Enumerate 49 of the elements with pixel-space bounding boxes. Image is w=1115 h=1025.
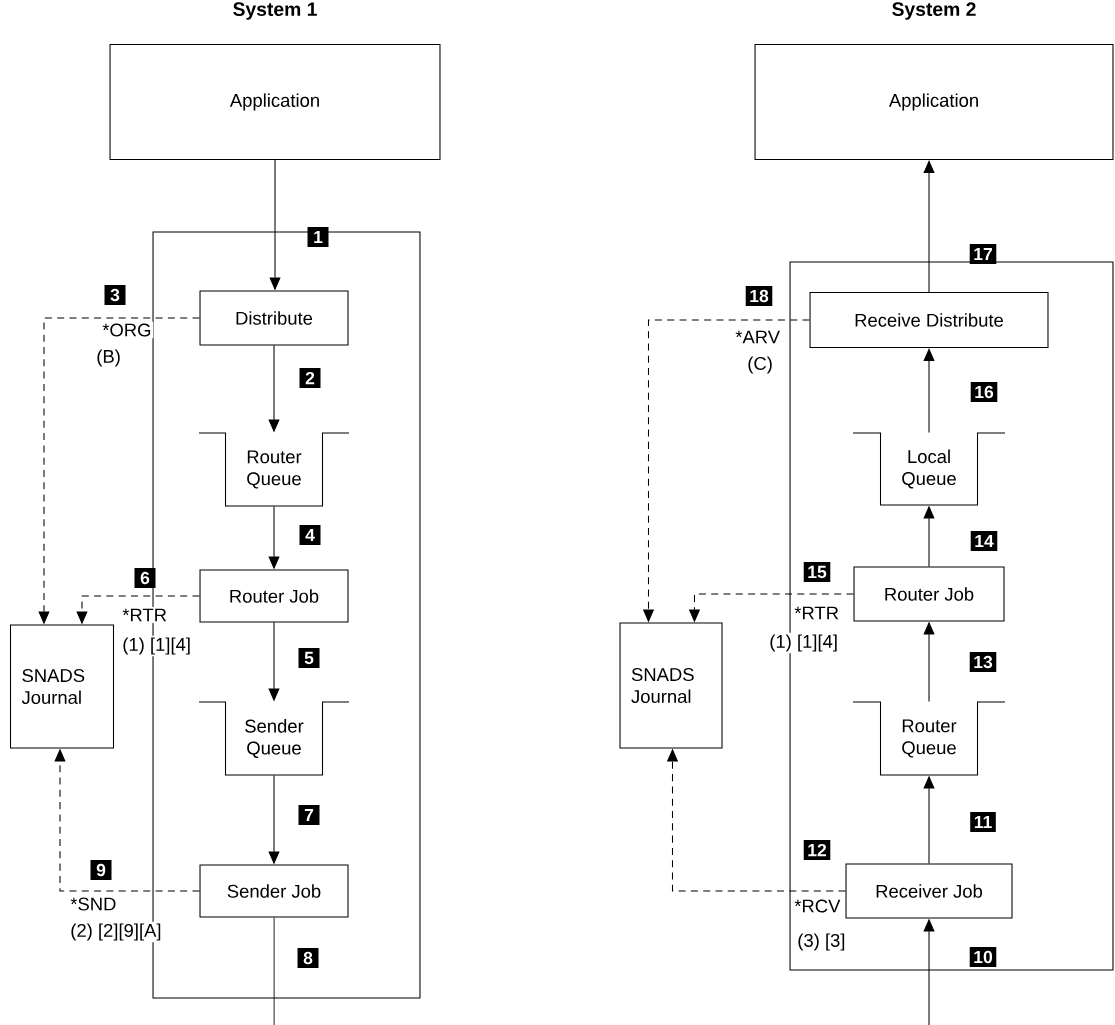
application-box: Application <box>754 44 1114 161</box>
process-box: Sender Job <box>199 864 349 918</box>
step-number: 8 <box>297 948 319 968</box>
column-heading: System 1 <box>233 2 317 20</box>
process-box: Receiver Job <box>845 863 1013 919</box>
step-number: 10 <box>969 947 997 967</box>
journal-code: (1) [1][4] <box>120 635 193 657</box>
step-number: 12 <box>803 840 831 860</box>
journal-code: (2) [2][9][A] <box>68 921 164 943</box>
step-number: 18 <box>745 286 773 306</box>
step-number: 7 <box>298 805 320 825</box>
process-box: Receive Distribute <box>809 292 1049 349</box>
process-box: Router Job <box>199 569 349 623</box>
step-number: 2 <box>299 368 321 388</box>
step-number: 5 <box>298 648 320 668</box>
journal-code: *ORG <box>100 321 154 339</box>
process-box: Router Job <box>853 566 1005 622</box>
step-number: 1 <box>307 227 329 247</box>
journal-code: (B) <box>94 347 123 369</box>
journal-code: (C) <box>745 354 775 376</box>
step-number: 6 <box>134 568 156 588</box>
process-box: Distribute <box>199 290 349 346</box>
step-number: 17 <box>969 244 997 264</box>
step-number: 13 <box>969 652 997 672</box>
journal-code: (3) [3] <box>795 931 848 953</box>
arrow <box>923 348 935 433</box>
journal-code: *RTR <box>120 606 169 624</box>
system-frame <box>789 261 1114 971</box>
queue-tray: Local Queue <box>852 432 1006 506</box>
journal-box: SNADS Journal <box>619 622 723 749</box>
step-number: 15 <box>803 562 831 582</box>
column-heading: System 2 <box>892 2 976 20</box>
arrow <box>923 160 935 293</box>
step-number: 3 <box>104 285 126 305</box>
queue-tray: Router Queue <box>198 432 350 507</box>
journal-code: *SND <box>68 895 119 913</box>
step-number: 4 <box>299 525 321 545</box>
journal-box: SNADS Journal <box>10 624 115 749</box>
step-number: 11 <box>970 812 996 832</box>
step-number: 9 <box>90 860 112 880</box>
queue-tray: Router Queue <box>852 701 1006 776</box>
journal-code: (1) [1][4] <box>767 632 840 654</box>
application-box: Application <box>109 44 441 161</box>
journal-code: *RCV <box>792 897 843 915</box>
step-number: 14 <box>970 531 998 551</box>
journal-code: *ARV <box>733 328 782 346</box>
journal-code: *RTR <box>792 604 841 622</box>
queue-tray: Sender Queue <box>198 701 350 776</box>
step-number: 16 <box>970 382 998 402</box>
